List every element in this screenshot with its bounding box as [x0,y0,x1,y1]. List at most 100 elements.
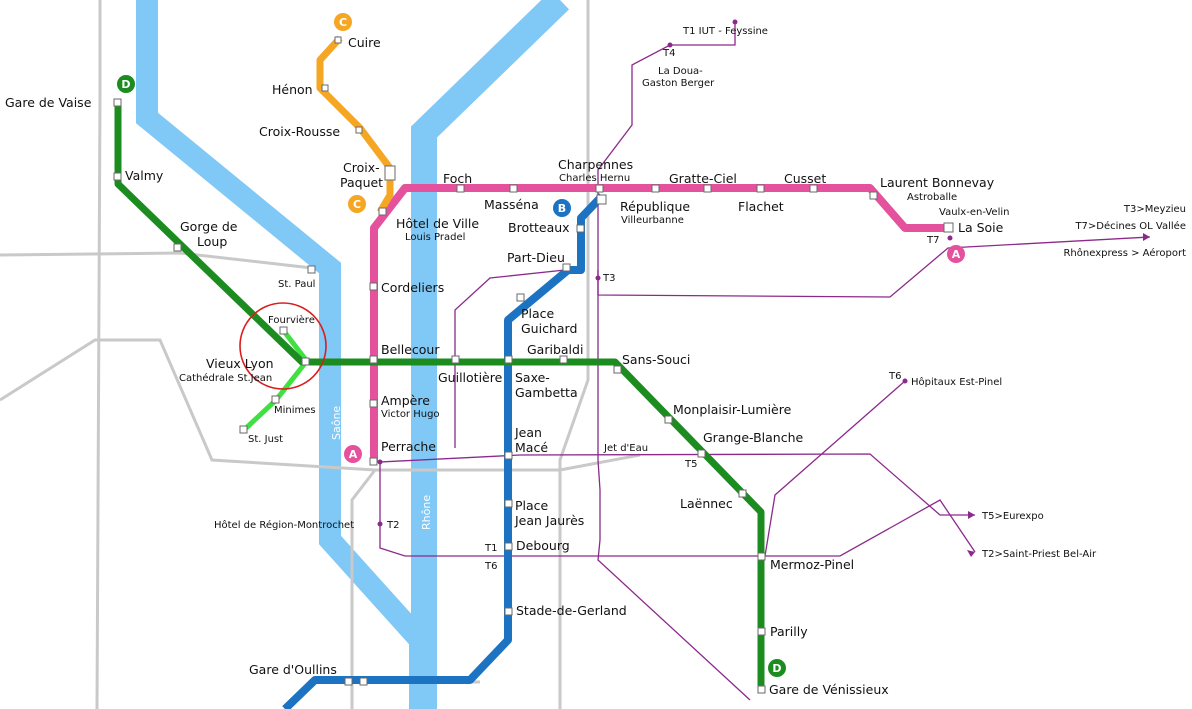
station-marker[interactable] [271,395,280,404]
station-label: Jean [514,425,542,440]
tram-stop-marker[interactable] [902,378,908,384]
station-marker[interactable] [369,457,378,466]
station-marker[interactable] [651,184,660,193]
station-marker[interactable] [869,191,878,200]
station-label: Gambetta [515,385,578,400]
station-label: République [620,199,690,214]
station-label: Bellecour [381,342,440,357]
station-marker[interactable] [369,282,378,291]
station-labels: Cuire Hénon Croix-Rousse Croix- Paquet G… [5,26,1009,697]
line-badge-c[interactable]: C [348,195,366,213]
line-badge-a[interactable]: A [344,445,362,463]
station-label: Cusset [784,171,826,186]
station-marker[interactable] [279,326,288,335]
station-label: Parilly [770,624,808,639]
station-marker[interactable] [943,222,954,233]
station-label: Louis Pradel [405,232,465,243]
station-marker[interactable] [359,677,368,686]
line-badges: C C D D B A A [117,13,965,677]
station-label: Gorge de [180,219,238,234]
station-marker[interactable] [576,224,585,233]
station-marker[interactable] [757,627,766,636]
station-marker[interactable] [516,293,525,302]
tram-stop-marker[interactable] [377,459,383,465]
station-label: Guillotière [438,370,503,385]
tram-stop-marker[interactable] [732,19,738,25]
line-badge-b[interactable]: B [553,199,571,217]
station-marker[interactable] [757,685,766,694]
station-marker[interactable] [239,425,248,434]
station-marker[interactable] [301,357,310,366]
highlight-circle [239,302,327,390]
destination-label: T3>Meyzieu [1123,204,1186,215]
line-badge-c[interactable]: C [334,13,352,31]
river-label-saone: Saône [330,406,343,440]
rivers [136,0,570,709]
station-marker[interactable] [504,355,513,364]
station-marker[interactable] [756,184,765,193]
station-marker[interactable] [307,265,316,274]
station-marker[interactable] [504,451,513,460]
station-marker[interactable] [562,263,571,272]
station-label: St. Just [248,434,283,445]
tram-stop-marker[interactable] [595,275,601,281]
station-marker[interactable] [369,399,378,408]
station-marker[interactable] [456,184,465,193]
station-label: La Soie [958,220,1004,235]
station-marker[interactable] [509,184,518,193]
destination-label: T2>Saint-Priest Bel-Air [981,549,1097,560]
station-marker[interactable] [344,677,353,686]
station-marker[interactable] [613,365,622,374]
saone-river [136,0,431,709]
station-marker[interactable] [451,355,460,364]
station-marker[interactable] [504,607,513,616]
rail-lines [0,0,641,709]
rail-south [350,469,377,709]
station-label: Cordeliers [381,280,444,295]
station-marker[interactable] [378,207,387,216]
station-marker[interactable] [355,126,363,134]
station-marker[interactable] [664,415,673,424]
station-marker[interactable] [321,84,329,92]
station-label: Perrache [381,439,436,454]
station-marker[interactable] [369,355,378,364]
station-marker[interactable] [113,98,122,107]
arrow-icon [968,511,975,519]
station-label: Flachet [738,199,784,214]
line-badge-d[interactable]: D [768,659,786,677]
station-marker[interactable] [384,165,396,181]
destination-labels: T3>Meyzieu T7>Décines OL Vallée Rhônexpr… [981,204,1186,560]
station-marker[interactable] [113,172,122,181]
line-badge-d[interactable]: D [117,75,135,93]
station-marker[interactable] [559,355,568,364]
rail-west [0,251,313,270]
tram-t3 [597,236,1151,298]
station-label: Macé [515,440,548,455]
tram-perrache-loop [454,269,566,448]
station-marker[interactable] [504,542,513,551]
station-label: Loup [197,234,227,249]
station-marker[interactable] [738,489,747,498]
station-label: Croix- [343,160,380,175]
station-marker[interactable] [596,194,607,205]
station-marker[interactable] [173,243,182,252]
station-marker[interactable] [697,449,706,458]
station-marker[interactable] [809,184,818,193]
station-label: Jet d'Eau [603,443,648,454]
station-label: Minimes [274,405,316,416]
station-label: Part-Dieu [507,250,565,265]
destination-label: Rhônexpress > Aéroport [1063,247,1186,259]
station-label: Debourg [516,538,570,553]
tram-stop-marker[interactable] [667,42,673,48]
station-label: Vieux Lyon [206,356,274,371]
tram-stop-marker[interactable] [947,235,953,241]
station-marker[interactable] [595,184,604,193]
line-badge-a[interactable]: A [947,245,965,263]
station-marker[interactable] [334,36,342,44]
destination-arrows [967,233,1150,557]
tram-t1 [597,20,751,701]
station-marker[interactable] [504,499,513,508]
tram-stop-marker[interactable] [377,521,383,527]
station-marker[interactable] [757,552,766,561]
station-marker[interactable] [703,184,712,193]
